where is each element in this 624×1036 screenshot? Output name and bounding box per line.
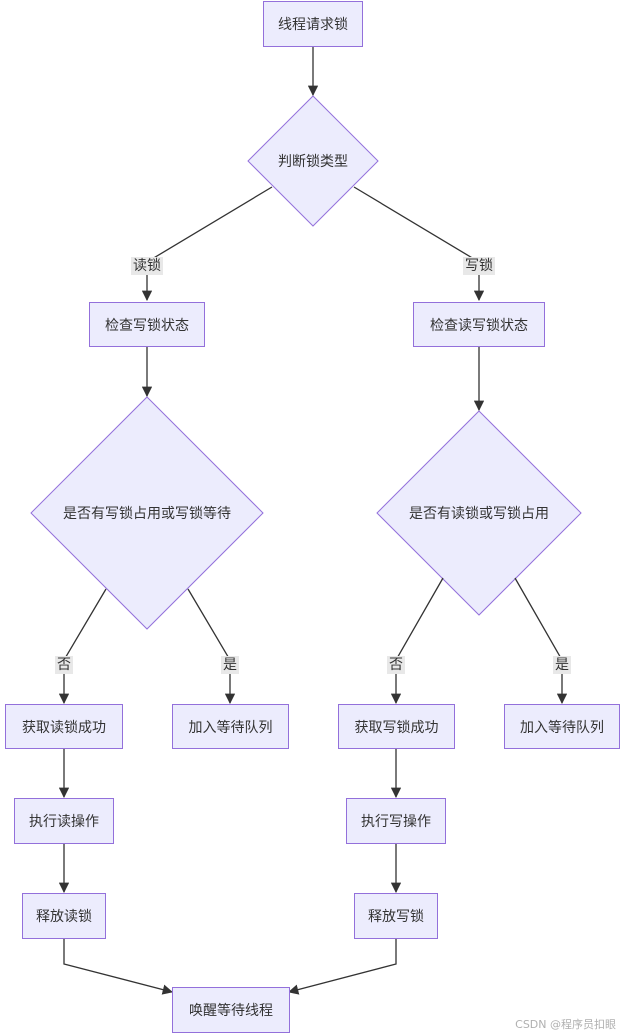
node-get-read-lock: 获取读锁成功 [5, 704, 123, 749]
lock-type-diamond [247, 95, 379, 227]
edge-label-right-no: 否 [387, 656, 405, 674]
node-release-write: 释放写锁 [354, 893, 438, 939]
edge-label-left-yes: 是 [221, 656, 239, 674]
read-decision-diamond [30, 396, 264, 630]
node-wake-threads: 唤醒等待线程 [172, 987, 290, 1033]
node-release-read: 释放读锁 [22, 893, 106, 939]
node-read-decision: 是否有写锁占用或写锁等待 [63, 506, 231, 522]
node-lock-type: 判断锁类型 [278, 154, 348, 170]
edge-right-yes [514, 577, 568, 705]
watermark: CSDN @程序员扣眼 [515, 1018, 616, 1031]
node-write-decision: 是否有读锁或写锁占用 [409, 506, 549, 522]
edge-type-to-write [353, 186, 485, 302]
edge-label-right-yes: 是 [553, 656, 571, 674]
node-exec-write: 执行写操作 [346, 798, 446, 844]
write-decision-diamond [376, 410, 582, 616]
edge-releaseread-to-wake [63, 939, 174, 995]
edge-left-no [58, 588, 107, 705]
node-thread-request: 线程请求锁 [263, 1, 363, 47]
node-queue-left: 加入等待队列 [172, 704, 289, 749]
node-check-write-status: 检查写锁状态 [89, 302, 205, 347]
edge-label-read-lock: 读锁 [131, 257, 163, 275]
edge-label-write-lock: 写锁 [463, 257, 495, 275]
edge-left-yes [187, 588, 236, 705]
edge-type-to-read [141, 186, 273, 302]
node-get-write-lock: 获取写锁成功 [338, 704, 455, 749]
node-check-read-write-status: 检查读写锁状态 [413, 302, 545, 347]
edge-right-no [390, 577, 444, 705]
edge-label-left-no: 否 [55, 656, 73, 674]
node-queue-right: 加入等待队列 [504, 704, 620, 749]
node-exec-read: 执行读操作 [14, 798, 114, 844]
edge-releasewrite-to-wake [287, 939, 397, 995]
